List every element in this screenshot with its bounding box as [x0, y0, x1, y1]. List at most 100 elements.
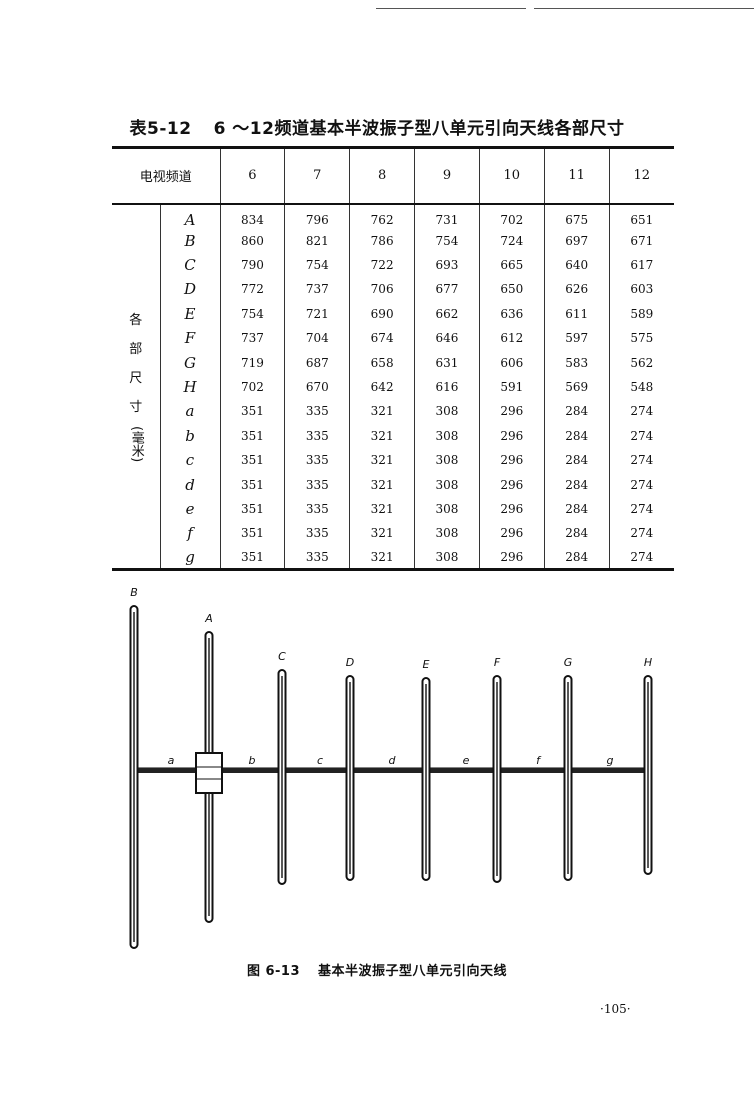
dimension-label: C: [159, 252, 221, 278]
spacing-label: f: [536, 754, 542, 767]
table-cell: 575: [608, 326, 674, 351]
table-cell: 702: [219, 374, 285, 400]
table-cell: 351: [219, 448, 285, 473]
channel-header: 8: [349, 146, 415, 205]
table-cell: 351: [219, 472, 285, 497]
antenna-element: [129, 605, 139, 949]
dimension-label: B: [159, 228, 221, 253]
table-cell: 616: [414, 374, 480, 400]
dimension-label: a: [159, 399, 221, 424]
table-cell: 296: [478, 496, 545, 522]
table-cell: 284: [543, 545, 610, 572]
table-cell: 351: [219, 423, 285, 449]
table-cell: 589: [608, 301, 674, 327]
dipole-holder: [195, 752, 223, 794]
table-cell: 693: [414, 252, 480, 278]
table-cell: 308: [414, 521, 480, 546]
dimension-label: A: [159, 203, 221, 229]
table-cell: 351: [219, 521, 285, 546]
table-cell: 296: [478, 423, 545, 449]
group-label-char: 尺: [129, 370, 143, 386]
element-label: F: [494, 656, 501, 669]
group-label-char: 部: [129, 341, 143, 357]
table-header-row: 电视频道 6 7 8 9 10 11 12: [112, 146, 674, 205]
table-cell: 772: [219, 277, 285, 302]
table-cell: 834: [219, 203, 285, 229]
table-cell: 296: [478, 448, 545, 473]
table-cell: 687: [284, 350, 350, 375]
table-cell: 675: [543, 203, 610, 229]
element-label: C: [278, 650, 286, 663]
table-cell: 335: [284, 448, 350, 473]
table-cell: 308: [414, 399, 480, 424]
table-cell: 562: [608, 350, 674, 375]
antenna-element: [643, 675, 653, 875]
channel-header: 9: [414, 146, 480, 205]
table-cell: 796: [284, 203, 350, 229]
table-cell: 670: [284, 374, 350, 400]
table-cell: 335: [284, 472, 350, 497]
table-cell: 284: [543, 399, 610, 424]
table-cell: 284: [543, 472, 610, 497]
group-unit: (毫米): [128, 425, 144, 463]
table-cell: 274: [608, 496, 674, 522]
table-cell: 335: [284, 399, 350, 424]
channel-header: 11: [543, 146, 610, 205]
table-cell: 665: [478, 252, 545, 278]
table-cell: 754: [414, 228, 480, 253]
table-cell: 335: [284, 496, 350, 522]
table-cell: 296: [478, 521, 545, 546]
table-cell: 704: [284, 326, 350, 351]
dimension-label: c: [159, 448, 221, 473]
spacing-label: c: [317, 754, 323, 767]
channel-header: 7: [284, 146, 350, 205]
antenna-element: [563, 675, 573, 881]
table-cell: 591: [478, 374, 545, 400]
table-cell: 651: [608, 203, 674, 229]
table-cell: 296: [478, 472, 545, 497]
table-number: 表5-12: [129, 119, 192, 139]
antenna-elements: [129, 605, 653, 949]
table-cell: 308: [414, 496, 480, 522]
table-cell: 662: [414, 301, 480, 327]
table-cell: 697: [543, 228, 610, 253]
spacing-label: a: [168, 754, 175, 767]
table-cell: 790: [219, 252, 285, 278]
table-cell: 308: [414, 545, 480, 572]
figure-caption-text: 基本半波振子型八单元引向天线: [318, 964, 508, 979]
group-label-char: 各: [129, 312, 143, 328]
spacing-label: e: [463, 754, 470, 767]
dimension-label: E: [159, 301, 221, 327]
spacing-label: d: [389, 754, 397, 767]
antenna-element: [421, 677, 431, 881]
table-cell: 321: [349, 448, 415, 473]
table-cell: 631: [414, 350, 480, 375]
dimension-label: G: [159, 350, 221, 375]
table-cell: 284: [543, 521, 610, 546]
table-cell: 636: [478, 301, 545, 327]
table-cell: 296: [478, 545, 545, 572]
table-cell: 569: [543, 374, 610, 400]
table-cell: 611: [543, 301, 610, 327]
table-cell: 719: [219, 350, 285, 375]
table-cell: 335: [284, 423, 350, 449]
top-rule: [376, 8, 526, 9]
table-cell: 617: [608, 252, 674, 278]
figure-number: 图 6-13: [246, 964, 301, 979]
table-cell: 821: [284, 228, 350, 253]
table-cell: 612: [478, 326, 545, 351]
antenna-element: [345, 675, 355, 881]
antenna-element: [277, 669, 287, 885]
table-cell: 274: [608, 545, 674, 572]
table-cell: 860: [219, 228, 285, 253]
